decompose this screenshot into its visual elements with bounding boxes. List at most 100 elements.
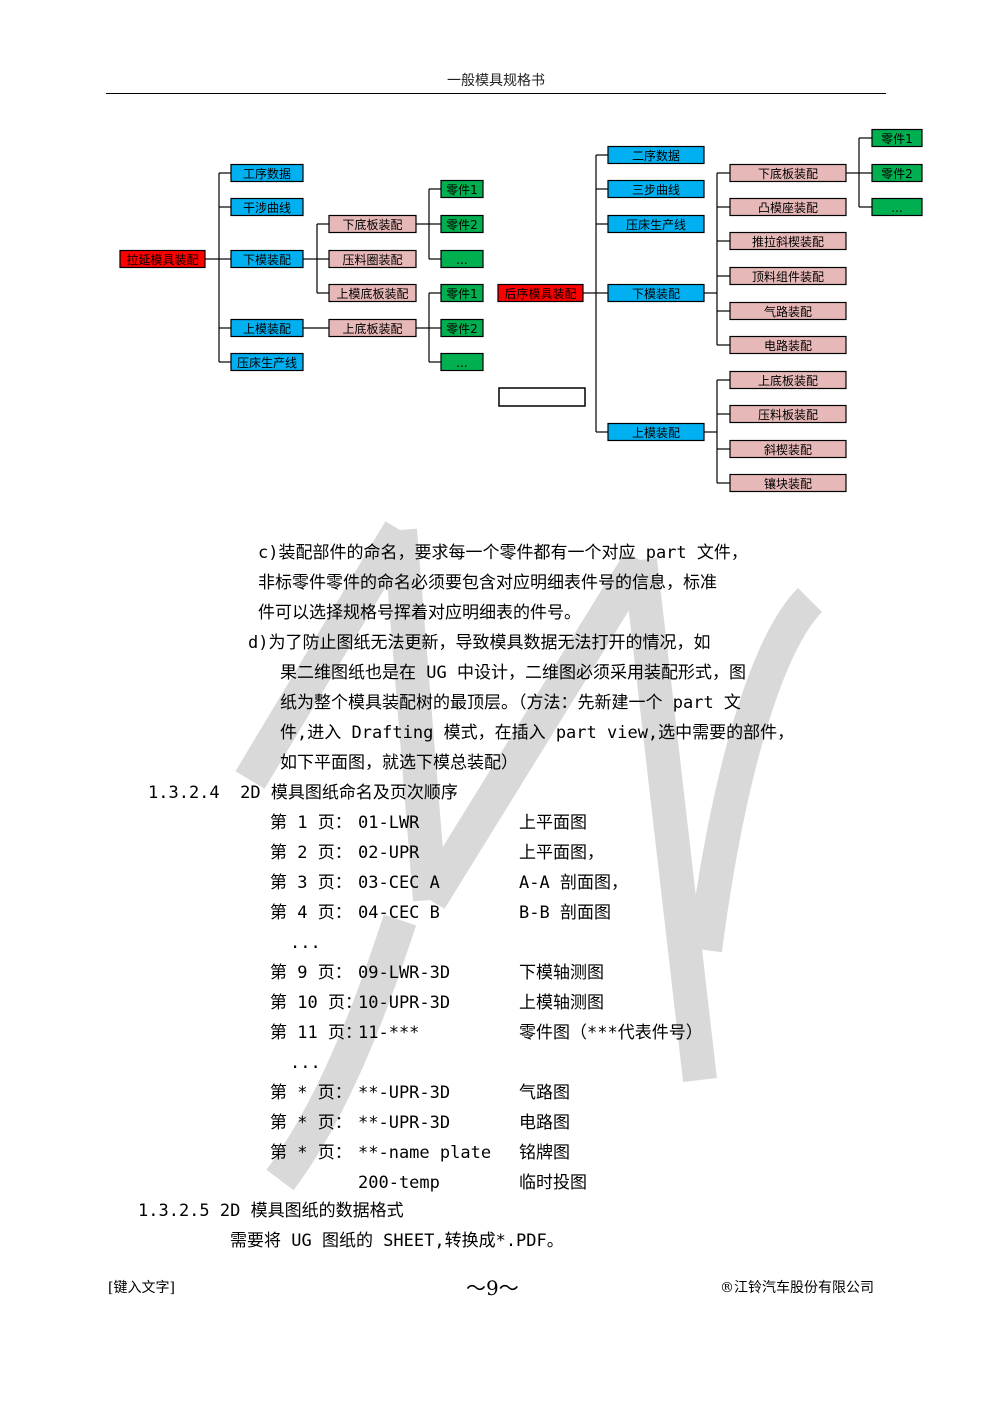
page-entry-number: ... <box>290 933 321 953</box>
page-entry-code: **-name plate <box>358 1143 492 1163</box>
page-entry-description: 上模轴测图 <box>519 993 604 1013</box>
right-lower-sub-box-3-label: 顶料组件装配 <box>752 270 824 284</box>
right-upper-sub-box-0-label: 上底板装配 <box>758 373 818 388</box>
right-lower-sub-box-1-label: 凸模座装配 <box>758 200 818 215</box>
page-entry-number: 第 10 页： <box>270 993 362 1013</box>
right-parts-box-1: 零件2 <box>871 163 923 183</box>
page-entry-code: 200-temp <box>358 1173 440 1193</box>
page-entry-number: 第 11 页： <box>270 1023 362 1043</box>
page-entry-number: 第 * 页： <box>270 1143 352 1163</box>
right-lower-sub-box-0: 下底板装配 <box>729 163 847 183</box>
pdf-conversion-note: 需要将 UG 图纸的 SHEET,转换成*.PDF。 <box>230 1231 564 1251</box>
left-level1-box-1-label: 干涉曲线 <box>243 201 291 215</box>
para-c-line1: c)装配部件的命名，要求每一个零件都有一个对应 part 文件， <box>258 543 748 563</box>
page-entry-description: 气路图 <box>519 1083 570 1103</box>
page-entry-description: B-B 剖面图 <box>519 903 611 923</box>
assembly-tree-diagram: 拉延模具装配工序数据干涉曲线下模装配上模装配压床生产线下底板装配压料圈装配上模底… <box>119 128 923 493</box>
para-c-line2: 非标零件零件的命名必须要包含对应明细表件号的信息，标准 <box>258 573 717 593</box>
left-upper-sub-box-0-label: 上底板装配 <box>342 321 402 336</box>
para-d-line2: 果二维图纸也是在 UG 中设计，二维图必须采用装配形式，图 <box>280 663 746 683</box>
left-parts-a-box-1-label: 零件2 <box>446 218 478 232</box>
left-level1-box-1: 干涉曲线 <box>230 197 304 217</box>
left-lower-sub-box-0: 下底板装配 <box>328 214 417 234</box>
right-upper-sub-box-1: 压料板装配 <box>729 404 847 424</box>
left-lower-sub-box-1: 压料圈装配 <box>328 249 417 269</box>
right-parts-box-2-label: ... <box>891 201 902 215</box>
para-d-line3: 纸为整个模具装配树的最顶层。（方法：先新建一个 part 文 <box>280 693 741 713</box>
para-d-line1: d)为了防止图纸无法更新，导致模具数据无法打开的情况，如 <box>248 633 711 653</box>
page-entry-code: 02-UPR <box>358 843 420 863</box>
page-entry-number: 第 2 页： <box>270 843 352 863</box>
left-level1-box-2-label: 下模装配 <box>243 253 291 267</box>
header-divider <box>106 93 886 94</box>
page-entry-description: 铭牌图 <box>519 1143 570 1163</box>
left-level1-box-4-label: 压床生产线 <box>237 356 297 370</box>
right-upper-sub-box-2: 斜楔装配 <box>729 439 847 459</box>
left-parts-b-box-2: ... <box>440 352 484 372</box>
left-lower-sub-box-2: 上模底板装配 <box>328 283 417 303</box>
page-header-title: 一般模具规格书 <box>447 73 545 89</box>
right-lower-sub-box-5-label: 电路装配 <box>764 338 812 353</box>
page-entry-description: A-A 剖面图， <box>519 873 628 893</box>
left-level1-box-0: 工序数据 <box>230 163 304 183</box>
right-level1-box-2: 压床生产线 <box>607 214 705 234</box>
left-root-box: 拉延模具装配 <box>119 249 206 269</box>
page-entry-number: 第 1 页： <box>270 813 352 833</box>
left-level1-box-0-label: 工序数据 <box>243 166 291 181</box>
page-entry-code: 04-CEC B <box>358 903 440 923</box>
empty-box <box>498 387 586 407</box>
right-lower-sub-box-0-label: 下底板装配 <box>758 166 818 181</box>
page-number: ～9～ <box>466 1276 519 1300</box>
right-parts-box-1-label: 零件2 <box>881 167 913 181</box>
page-entry-number: 第 4 页： <box>270 903 352 923</box>
right-level1-box-1: 三步曲线 <box>607 179 705 199</box>
left-lower-sub-box-1-label: 压料圈装配 <box>342 253 402 267</box>
left-lower-sub-box-2-label: 上模底板装配 <box>336 286 408 301</box>
page-entry-number: ... <box>290 1053 321 1073</box>
page-entry-description: 临时投图 <box>519 1173 587 1193</box>
page-entry-description: 零件图（***代表件号） <box>519 1023 703 1043</box>
left-level1-box-2: 下模装配 <box>230 249 304 269</box>
para-d-line4: 件,进入 Drafting 模式，在插入 part view,选中需要的部件， <box>280 723 795 743</box>
para-d-line5: 如下平面图，就选下模总装配） <box>280 753 518 773</box>
right-lower-sub-box-2: 推拉斜楔装配 <box>729 231 847 251</box>
right-level1-box-2-label: 压床生产线 <box>626 218 686 232</box>
right-parts-box-2: ... <box>871 197 923 217</box>
right-level1-box-0-label: 二序数据 <box>632 148 680 163</box>
section-1-3-2-5-heading: 1.3.2.5 2D 模具图纸的数据格式 <box>138 1201 404 1221</box>
left-parts-a-box-2: ... <box>440 249 484 269</box>
page-entry-code: 01-LWR <box>358 813 420 833</box>
right-upper-sub-box-3-label: 镶块装配 <box>764 476 812 491</box>
right-lower-sub-box-4: 气路装配 <box>729 301 847 321</box>
left-parts-a-box-2-label: ... <box>456 253 467 267</box>
page-entry-code: 11-*** <box>358 1023 420 1043</box>
right-level1-box-4-label: 上模装配 <box>632 426 680 440</box>
right-parts-box-0-label: 零件1 <box>881 132 913 146</box>
left-parts-b-box-0-label: 零件1 <box>446 287 478 301</box>
left-parts-a-box-0: 零件1 <box>440 179 484 199</box>
right-level1-box-1-label: 三步曲线 <box>632 183 680 197</box>
left-parts-a-box-1: 零件2 <box>440 214 484 234</box>
right-level1-box-4: 上模装配 <box>607 422 705 442</box>
right-level1-box-0: 二序数据 <box>607 145 705 165</box>
page-entry-number: 第 * 页： <box>270 1083 352 1103</box>
page-entry-code: 03-CEC A <box>358 873 440 893</box>
left-level1-box-3-label: 上模装配 <box>243 322 291 336</box>
footer-company: ®江铃汽车股份有限公司 <box>720 1280 874 1296</box>
left-parts-b-box-1: 零件2 <box>440 318 484 338</box>
page-entry-code: 09-LWR-3D <box>358 963 451 983</box>
right-level1-box-3: 下模装配 <box>607 283 705 303</box>
right-root-box: 后序模具装配 <box>497 283 584 303</box>
left-parts-b-box-1-label: 零件2 <box>446 322 478 336</box>
left-parts-a-box-0-label: 零件1 <box>446 183 478 197</box>
page-entry-description: 电路图 <box>519 1113 570 1133</box>
right-root-box-label: 后序模具装配 <box>504 286 576 301</box>
right-parts-box-0: 零件1 <box>871 128 923 148</box>
page-entry-code: 10-UPR-3D <box>358 993 451 1013</box>
right-upper-sub-box-2-label: 斜楔装配 <box>764 443 812 457</box>
left-level1-box-3: 上模装配 <box>230 318 304 338</box>
right-upper-sub-box-0: 上底板装配 <box>729 370 847 390</box>
right-lower-sub-box-2-label: 推拉斜楔装配 <box>752 234 824 249</box>
footer-left-placeholder: [键入文字] <box>108 1280 175 1296</box>
section-1-3-2-4-heading: 1.3.2.4 2D 模具图纸命名及页次顺序 <box>148 783 458 803</box>
